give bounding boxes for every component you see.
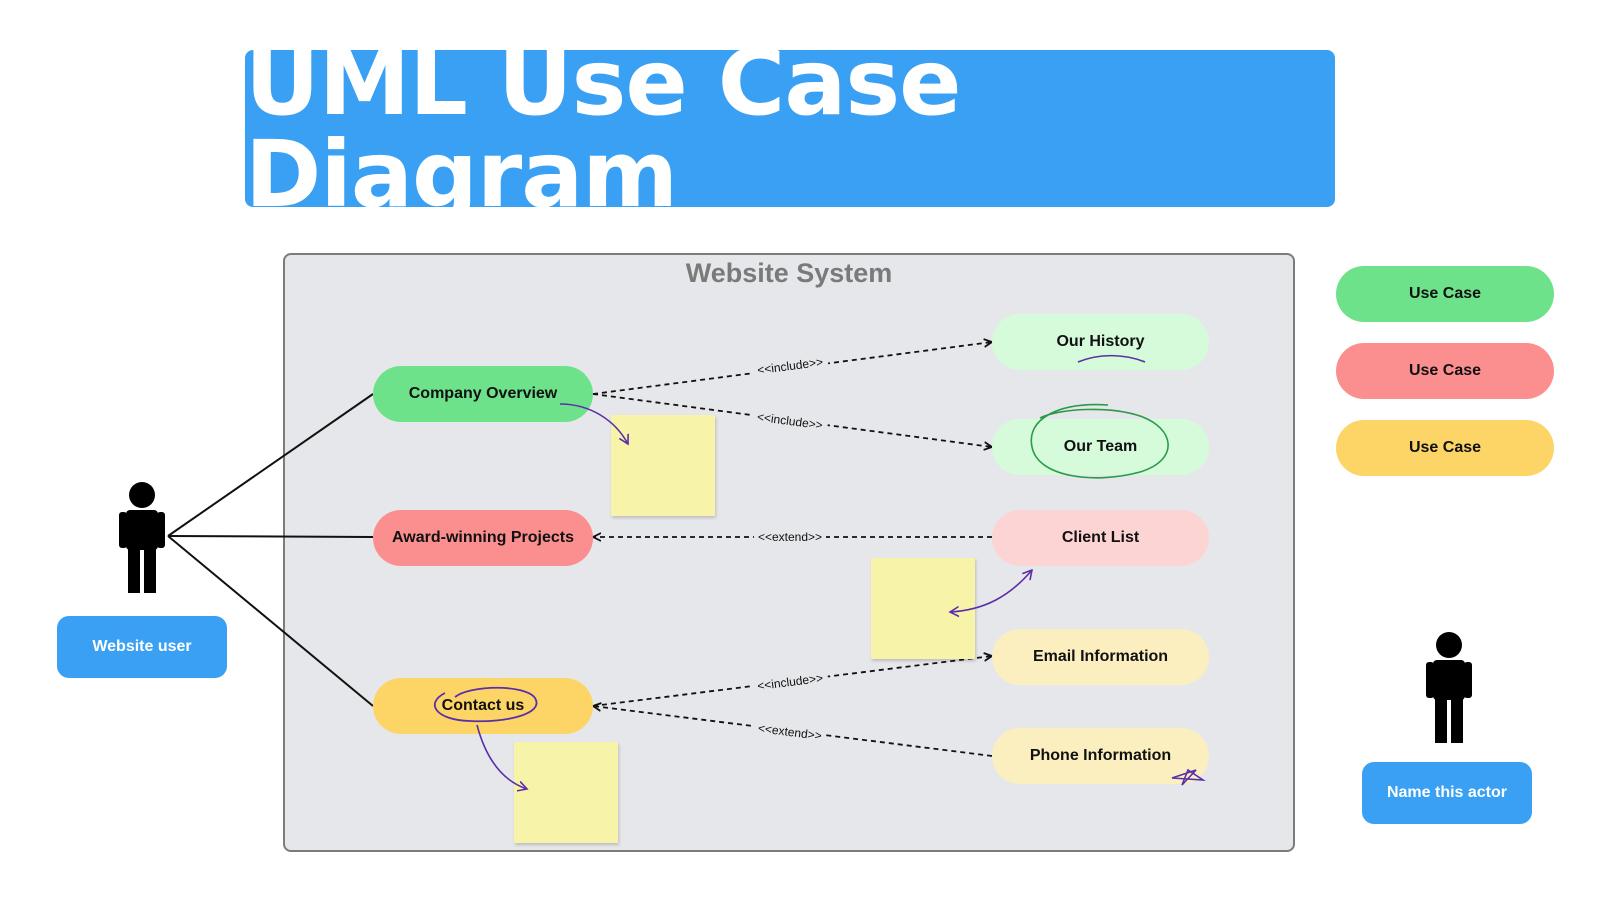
use-case-label: Client List [1061, 529, 1140, 546]
use-case-our-history[interactable]: Our History [992, 314, 1209, 370]
legend-use-case-yellow[interactable]: Use Case [1336, 420, 1554, 476]
extend-label-client: <<extend>> [758, 530, 822, 544]
system-title: Website System [685, 258, 893, 288]
use-case-label: Company Overview [408, 385, 558, 402]
use-case-award-projects[interactable]: Award-winning Projects [373, 510, 593, 566]
use-case-label: Award-winning Projects [392, 529, 574, 546]
sticky-note-1[interactable] [611, 415, 715, 516]
use-case-client-list[interactable]: Client List [992, 510, 1209, 566]
actor-label-text: Name this actor [1386, 784, 1508, 801]
use-case-company-overview[interactable]: Company Overview [373, 366, 593, 422]
legend-use-case-red[interactable]: Use Case [1336, 343, 1554, 399]
title-banner: UML Use Case Diagram [245, 36, 1335, 220]
legend-label: Use Case [1408, 362, 1482, 379]
include-label-team: <<include>> [756, 410, 823, 433]
stick-figure-icon[interactable] [116, 482, 168, 593]
use-case-label: Contact us [441, 697, 525, 714]
use-case-label: Email Information [1032, 648, 1169, 665]
sticky-note-3[interactable] [514, 742, 618, 843]
actor-label-text: Website user [92, 638, 192, 655]
use-case-label: Our History [1056, 333, 1145, 350]
use-case-label: Phone Information [1029, 747, 1172, 764]
legend-label: Use Case [1408, 285, 1482, 302]
use-case-our-team[interactable]: Our Team [992, 419, 1209, 475]
include-label-email: <<include>> [756, 671, 823, 693]
use-case-phone-information[interactable]: Phone Information [992, 728, 1209, 784]
association-award-projects [167, 535, 374, 538]
stick-figure-icon[interactable] [1423, 632, 1475, 743]
page-title: UML Use Case Diagram [245, 28, 962, 228]
association-contact-us [167, 535, 374, 707]
use-case-contact-us[interactable]: Contact us [373, 678, 593, 734]
actor-label-secondary[interactable]: Name this actor [1362, 762, 1532, 824]
extend-label-phone: <<extend>> [757, 721, 822, 743]
use-case-email-information[interactable]: Email Information [992, 629, 1209, 685]
association-company-overview [167, 393, 374, 537]
actor-label-website-user[interactable]: Website user [57, 616, 227, 678]
include-label-history: <<include>> [756, 355, 823, 377]
sticky-note-2[interactable] [871, 558, 975, 659]
legend-use-case-green[interactable]: Use Case [1336, 266, 1554, 322]
legend-label: Use Case [1408, 439, 1482, 456]
use-case-label: Our Team [1063, 438, 1138, 455]
